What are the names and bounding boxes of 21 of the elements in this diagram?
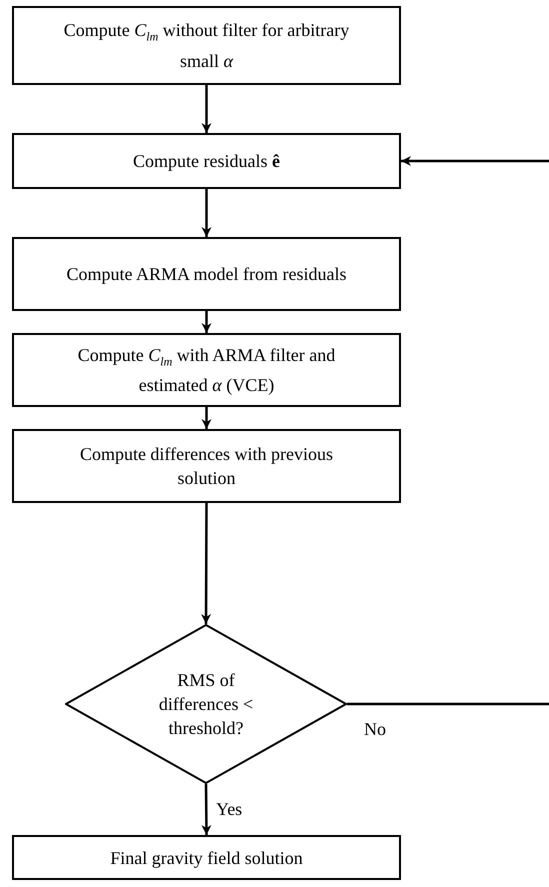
step-text: Compute differences with previous solution xyxy=(78,443,334,490)
process-box xyxy=(12,133,401,189)
arrow xyxy=(347,156,549,706)
arrow xyxy=(202,407,212,429)
process-box xyxy=(12,333,401,407)
decision-diamond xyxy=(65,624,347,784)
decision-text: RMS of differences < threshold? xyxy=(158,669,254,740)
arrow xyxy=(202,189,212,237)
arrow xyxy=(202,311,212,333)
process-box xyxy=(12,429,401,503)
process-box xyxy=(12,237,401,311)
step-text: Final gravity field solution xyxy=(109,846,304,870)
process-box xyxy=(12,835,401,880)
arrow xyxy=(201,784,212,836)
arrow xyxy=(202,85,212,133)
step-text: Compute C$_{lm}$ without filter for arbitrary small α xyxy=(62,19,350,73)
arrow xyxy=(201,503,212,624)
step-text: Compute C$_{lm}$ with ARMA filter and estimated α (VCE) xyxy=(76,344,336,398)
process-box xyxy=(12,6,401,85)
step-text: Compute residuals ê xyxy=(132,150,281,173)
step-text: Compute ARMA model from residuals xyxy=(66,263,348,286)
